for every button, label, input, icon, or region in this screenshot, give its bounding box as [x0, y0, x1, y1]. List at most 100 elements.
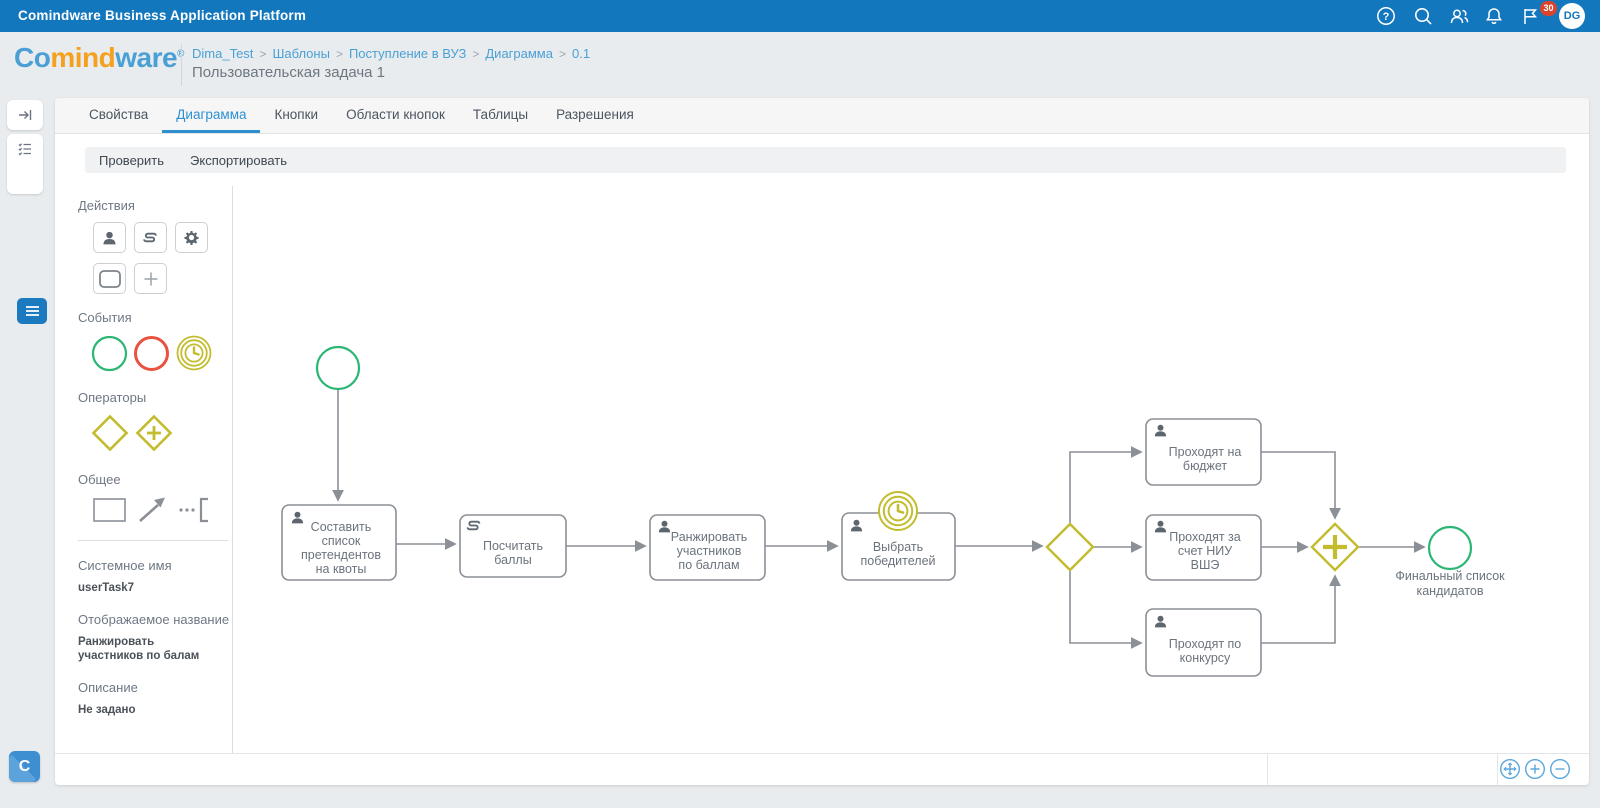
plus-marker [1323, 535, 1347, 559]
user-icon [103, 231, 116, 244]
palette-subprocess-button[interactable] [93, 263, 126, 294]
palette-annotation[interactable] [178, 497, 212, 523]
flow-gateway-to-budget[interactable] [1069, 446, 1143, 524]
plus-icon [144, 272, 157, 285]
palette-service-task-button[interactable] [175, 222, 208, 253]
tab-properties[interactable]: Свойства [89, 107, 149, 122]
breadcrumb-separator: > [335, 47, 343, 61]
registered-mark: ® [177, 49, 184, 60]
breadcrumb-link[interactable]: Шаблоны [272, 46, 330, 61]
tab-permissions[interactable]: Разрешения [556, 107, 634, 122]
end-event-icon [134, 335, 169, 371]
svg-text:Ранжировать: Ранжировать [671, 530, 747, 544]
page-title: Пользовательская задача 1 [192, 64, 386, 81]
svg-text:бюджет: бюджет [1183, 459, 1227, 473]
palette-timer-event[interactable] [175, 334, 213, 372]
palette-script-task-button[interactable] [134, 222, 167, 253]
palette-group-rect[interactable] [93, 498, 126, 522]
end-event-label: кандидатов [1416, 584, 1483, 598]
comindware-logo[interactable]: Comindware® [14, 42, 184, 74]
flow-contest-to-merge[interactable] [1261, 574, 1341, 644]
svg-text:список: список [322, 534, 361, 548]
breadcrumb-separator: > [259, 47, 267, 61]
verify-button[interactable]: Проверить [99, 152, 165, 168]
help-icon[interactable]: ? [1375, 5, 1397, 27]
tab-diagram[interactable]: Диаграмма [162, 98, 261, 133]
search-icon[interactable] [1412, 5, 1434, 27]
diagram-toolbar: Проверить Экспортировать [85, 147, 1566, 173]
start-event-node[interactable] [315, 345, 361, 391]
users-icon[interactable] [1448, 5, 1470, 27]
svg-text:конкурсу: конкурсу [1180, 651, 1231, 665]
end-event-node[interactable]: Финальный список кандидатов [1395, 525, 1505, 598]
task-count-scores[interactable]: Посчитать баллы [459, 514, 567, 578]
svg-text:победителей: победителей [860, 554, 935, 568]
svg-text:ВШЭ: ВШЭ [1191, 558, 1220, 572]
description-value: Не задано [78, 704, 136, 716]
palette-user-task-button[interactable] [93, 222, 126, 253]
palette-exclusive-gateway[interactable] [91, 414, 129, 452]
comindware-c-tile[interactable]: C [9, 751, 40, 782]
task-pass-budget[interactable]: Проходят на бюджет [1145, 418, 1262, 486]
description-label: Описание [78, 680, 138, 695]
task-rank-participants[interactable]: Ранжировать участников по баллам [649, 514, 766, 581]
tab-buttons[interactable]: Кнопки [274, 107, 319, 122]
boundary-timer-icon[interactable] [877, 490, 919, 532]
zoom-out-button[interactable] [1549, 758, 1571, 780]
palette-section-events: События [78, 310, 132, 325]
svg-text:на квоты: на квоты [316, 562, 367, 576]
rectangle-icon [93, 498, 126, 522]
exclusive-gateway-node[interactable] [1045, 522, 1095, 572]
task-pass-hse[interactable]: Проходят за счет НИУ ВШЭ [1145, 514, 1262, 581]
tab-bar: Свойства Диаграмма Кнопки Области кнопок… [55, 98, 1589, 134]
tab-button-areas[interactable]: Области кнопок [346, 107, 445, 122]
system-name-value: userTask7 [78, 582, 135, 594]
svg-text:Проходят по: Проходят по [1169, 637, 1242, 651]
main-panel: Свойства Диаграмма Кнопки Области кнопок… [55, 98, 1589, 785]
checklist-button[interactable] [7, 134, 43, 164]
palette-connector-arrow[interactable] [137, 496, 167, 524]
svg-text:претендентов: претендентов [301, 548, 381, 562]
system-name-label: Системное имя [78, 558, 172, 573]
palette-add-button[interactable] [134, 263, 167, 294]
task-pick-winners[interactable]: Выбрать победителей [841, 490, 956, 581]
parallel-gateway-node[interactable] [1310, 522, 1360, 572]
palette-end-event[interactable] [133, 335, 170, 372]
bell-icon[interactable] [1483, 5, 1505, 27]
palette-parallel-gateway[interactable] [135, 414, 173, 452]
svg-text:Проходят на: Проходят на [1169, 445, 1242, 459]
announcements-flag-icon[interactable] [1519, 5, 1541, 27]
palette-section-operators: Операторы [78, 390, 147, 405]
breadcrumb-link[interactable]: Dima_Test [192, 46, 254, 61]
flow-gateway-to-contest[interactable] [1069, 570, 1143, 649]
user-avatar[interactable]: DG [1559, 3, 1585, 29]
export-button[interactable]: Экспортировать [190, 152, 288, 168]
zoom-in-button[interactable] [1524, 758, 1546, 780]
breadcrumb: Dima_Test>Шаблоны>Поступление в ВУЗ>Диаг… [192, 46, 590, 61]
svg-text:Посчитать: Посчитать [483, 539, 543, 553]
svg-text:?: ? [1383, 11, 1390, 23]
task-compose-list[interactable]: Составить список претендентов на квоты [281, 504, 397, 581]
breadcrumb-link[interactable]: Поступление в ВУЗ [348, 46, 467, 61]
breadcrumb-link[interactable]: Диаграмма [485, 46, 553, 61]
menu-button-active[interactable] [17, 298, 47, 324]
flow-budget-to-merge[interactable] [1261, 451, 1341, 520]
expand-panel-button[interactable] [7, 100, 43, 130]
parallel-gateway-icon [135, 414, 173, 452]
tab-tables[interactable]: Таблицы [472, 107, 529, 122]
diagram-canvas[interactable]: Составить список претендентов на квоты П… [232, 185, 1589, 753]
display-name-value: Ранжировать участников по балам [78, 636, 200, 662]
sequence-flows[interactable] [332, 389, 1426, 649]
svg-text:Составить: Составить [311, 520, 372, 534]
statusbar-divider [1267, 754, 1268, 785]
pan-button[interactable] [1499, 758, 1521, 780]
exclusive-gateway-icon [91, 414, 129, 452]
gear-icon [184, 230, 199, 245]
palette-start-event[interactable] [91, 335, 128, 372]
shape-palette: Действия [65, 188, 232, 717]
breadcrumb-link[interactable]: 0.1 [572, 46, 591, 61]
task-pass-contest[interactable]: Проходят по конкурсу [1145, 608, 1262, 677]
notification-count-badge: 30 [1540, 1, 1557, 16]
svg-text:Выбрать: Выбрать [873, 540, 923, 554]
